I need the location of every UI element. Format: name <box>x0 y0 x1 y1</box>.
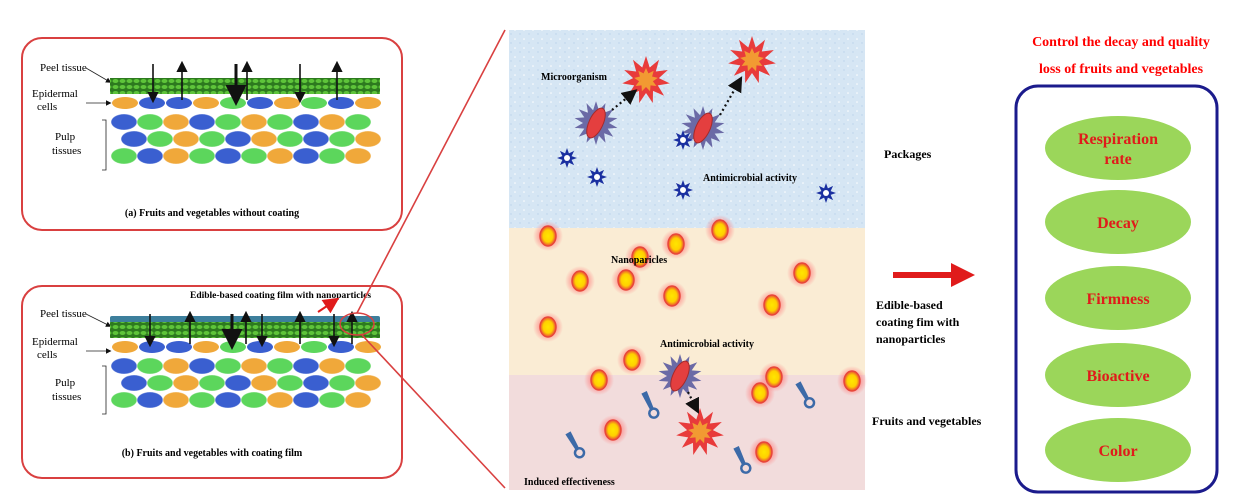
receptor-icon <box>641 391 660 419</box>
outcome-ellipse <box>1045 116 1191 180</box>
outcome-label: Decay <box>1097 215 1139 232</box>
antimicrobial-agent-icon <box>673 130 693 150</box>
nanoparticle-icon <box>565 266 595 296</box>
right-title-line1: Control the decay and quality <box>1032 35 1210 50</box>
right-title-line2: loss of fruits and vegetables <box>1039 62 1204 77</box>
tissue-illustration-b <box>110 310 382 409</box>
receptor-icon <box>565 431 586 459</box>
coating-label-2: coating fim with <box>876 315 960 329</box>
microorganism-icon <box>574 101 618 145</box>
nanoparticle-icon <box>611 265 641 295</box>
antimicrobial-agent-icon <box>816 183 836 203</box>
coating-label-1: Edible-based <box>876 298 943 312</box>
nanoparticle-icon <box>584 365 614 395</box>
panel-a-caption: (a) Fruits and vegetables without coatin… <box>125 208 299 219</box>
antimicrobial-label-top: Antimicrobial activity <box>703 173 797 184</box>
pulp-label: Pulp <box>55 131 76 143</box>
tissue-illustration-a <box>110 60 382 165</box>
antimicrobial-label-mid: Antimicrobial activity <box>660 339 754 350</box>
peel-tissue-label-b: Peel tissue <box>40 308 87 320</box>
outcome-item: Respiration rate <box>1045 116 1191 180</box>
antimicrobial-agent-icon <box>673 180 693 200</box>
middle-illustration <box>533 36 867 474</box>
nanoparticle-icon <box>533 221 563 251</box>
nanoparticle-icon <box>533 312 563 342</box>
receptor-icon <box>733 446 752 474</box>
outcomes-list: Respiration rateDecayFirmnessBioactiveCol… <box>1045 116 1191 482</box>
coating-arrow <box>317 297 340 314</box>
coating-label-3: nanoparticles <box>876 332 946 346</box>
nanoparticle-icon <box>598 415 628 445</box>
outcome-label: Bioactive <box>1086 368 1149 385</box>
epidermal-label: Epidermal <box>32 88 78 100</box>
panel-b-caption: (b) Fruits and vegetables with coating f… <box>122 448 303 459</box>
nanoparticle-icon <box>749 437 779 467</box>
packages-label: Packages <box>884 147 932 161</box>
nanoparticle-icon <box>745 378 775 408</box>
outcome-item: Color <box>1045 418 1191 482</box>
nanoparticle-icon <box>625 242 655 272</box>
antimicrobial-agent-icon <box>557 148 577 168</box>
receptor-icon <box>795 381 816 409</box>
antimicrobial-agent-icon <box>587 167 607 187</box>
epidermal-label-b: Epidermal <box>32 336 78 348</box>
epidermal-label-2: cells <box>37 101 57 113</box>
pulp-label-2: tissues <box>52 145 81 157</box>
zoom-line-bottom <box>361 334 506 489</box>
packages-layer <box>509 30 865 228</box>
outcome-item: Decay <box>1045 190 1191 254</box>
zoom-line-top <box>356 29 506 314</box>
peel-tissue-label: Peel tissue <box>40 62 87 74</box>
nanoparticle-icon <box>661 229 691 259</box>
outcome-ellipse <box>1045 266 1191 330</box>
outcome-label-line2: rate <box>1104 151 1132 168</box>
microorganism-icon <box>681 106 725 150</box>
panel-b: Peel tissue Epidermal cells Pulp tissues… <box>21 285 403 479</box>
nanoparticle-icon <box>657 281 687 311</box>
result-arrow <box>893 263 975 287</box>
coating-film-label: Edible-based coating film with nanoparti… <box>190 291 371 301</box>
epidermal-label-b-2: cells <box>37 349 57 361</box>
pulp-label-b-2: tissues <box>52 391 81 403</box>
outcome-ellipse <box>1045 190 1191 254</box>
panel-a: Peel tissue Epidermal cells Pulp tissues… <box>21 37 403 231</box>
microorganism-label: Microorganism <box>541 72 608 83</box>
microorganism-icon <box>658 354 702 398</box>
nanoparticle-icon <box>757 290 787 320</box>
outcome-label: Firmness <box>1086 291 1149 308</box>
outcome-item: Bioactive <box>1045 343 1191 407</box>
dead-microbe-icon <box>676 408 724 455</box>
nanoparticles-label: Nanoparicles <box>611 255 667 266</box>
outcome-label: Respiration <box>1078 131 1158 148</box>
fruits-label: Fruits and vegetables <box>872 414 982 428</box>
dead-microbe-icon <box>728 36 776 83</box>
outcome-item: Firmness <box>1045 266 1191 330</box>
outcome-ellipse <box>1045 418 1191 482</box>
nanoparticle-icon <box>705 215 735 245</box>
outcome-label: Color <box>1098 443 1137 460</box>
nanoparticle-icon <box>787 258 817 288</box>
outcome-ellipse <box>1045 343 1191 407</box>
middle-panel: Microorganism Antimicrobial activity Nan… <box>509 30 867 490</box>
pulp-label-b: Pulp <box>55 377 76 389</box>
nanoparticle-icon <box>617 345 647 375</box>
nanoparticle-icon <box>837 366 867 396</box>
induced-label: Induced effectiveness <box>524 477 615 488</box>
